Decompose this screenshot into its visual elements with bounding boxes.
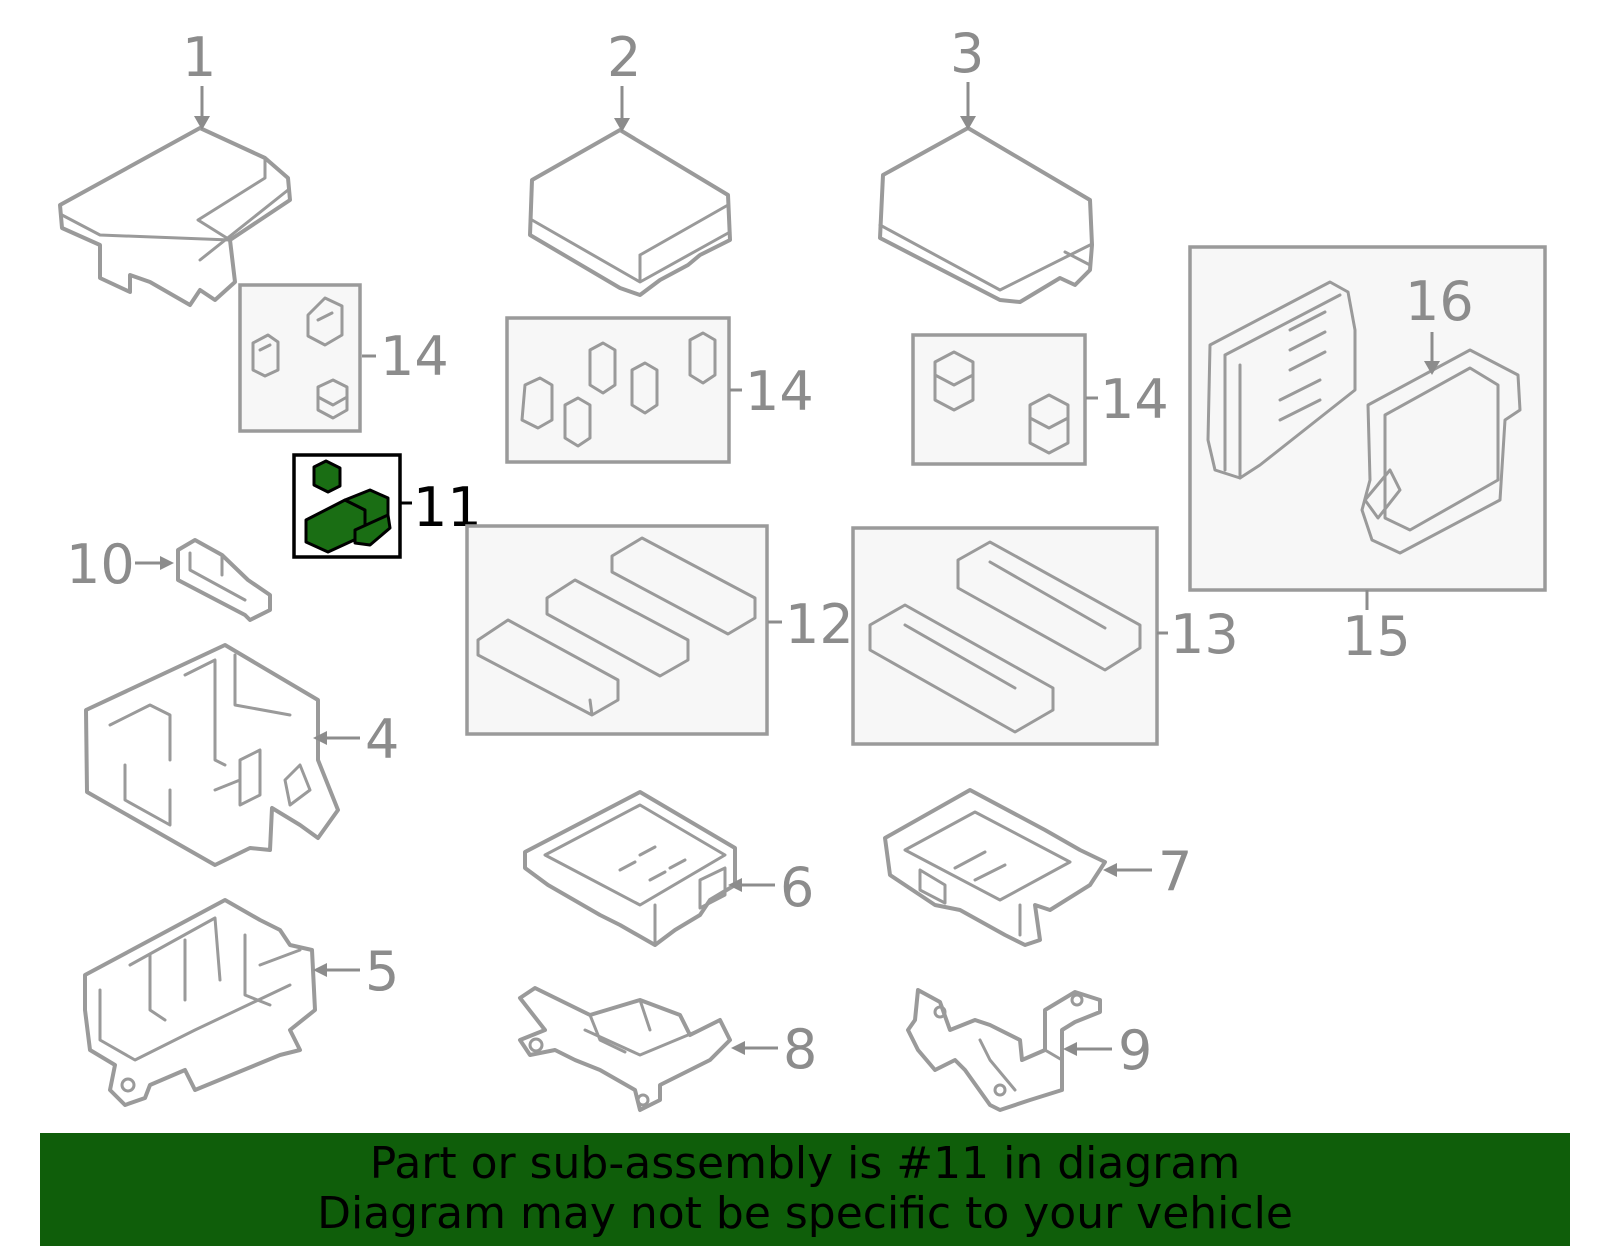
callout-14b: 14 [745,360,814,423]
banner-line-1: Part or sub-assembly is #11 in diagram [369,1138,1241,1189]
callout-12: 12 [785,593,854,656]
callout-7: 7 [1158,840,1192,903]
callout-9: 9 [1118,1019,1152,1082]
arrowhead-10 [160,556,174,570]
info-banner: Part or sub-assembly is #11 in diagram D… [40,1133,1570,1246]
callout-15: 15 [1342,605,1411,668]
callout-5: 5 [365,940,399,1003]
callout-1: 1 [182,26,216,89]
callout-14c: 14 [1100,368,1169,431]
part-14-relays-center[interactable] [505,316,731,464]
part-12-fuse-holders[interactable] [465,524,769,736]
callout-14a: 14 [380,325,449,388]
part-2-cover[interactable] [528,128,732,297]
banner-line-2: Diagram may not be specific to your vehi… [317,1188,1293,1239]
callout-13: 13 [1170,603,1239,666]
part-5-bracket[interactable] [83,898,317,1107]
part-7-tray[interactable] [883,788,1107,947]
arrowhead-6 [728,878,742,892]
callout-16: 16 [1405,270,1474,333]
part-11-highlighted[interactable] [292,453,402,559]
part-14-relays-left[interactable] [238,283,362,433]
arrowhead-2 [614,118,630,132]
arrowhead-8 [731,1041,745,1055]
part-10[interactable] [176,538,272,622]
part-1-cover[interactable] [58,126,292,307]
arrowhead-1 [194,116,210,130]
part-13-fuse-holders[interactable] [851,526,1159,746]
callout-8: 8 [783,1018,817,1081]
callout-3: 3 [950,22,984,85]
callout-10: 10 [66,533,135,596]
arrowhead-9 [1063,1042,1077,1056]
part-3-cover[interactable] [878,126,1094,304]
arrowhead-7 [1103,863,1117,877]
part-6-tray[interactable] [523,790,737,947]
part-14-relays-right[interactable] [911,333,1087,466]
part-8-bracket[interactable] [518,986,732,1112]
arrowhead-3 [960,116,976,130]
callout-6: 6 [780,856,814,919]
arrowhead-16 [1424,361,1440,375]
arrowhead-4 [313,731,327,745]
callout-4: 4 [365,708,399,771]
part-15-module-assembly[interactable] [1188,245,1547,592]
part-9-bracket[interactable] [906,988,1102,1112]
arrowhead-5 [313,963,327,977]
part-4-housing[interactable] [84,643,340,867]
callout-2: 2 [607,26,641,89]
